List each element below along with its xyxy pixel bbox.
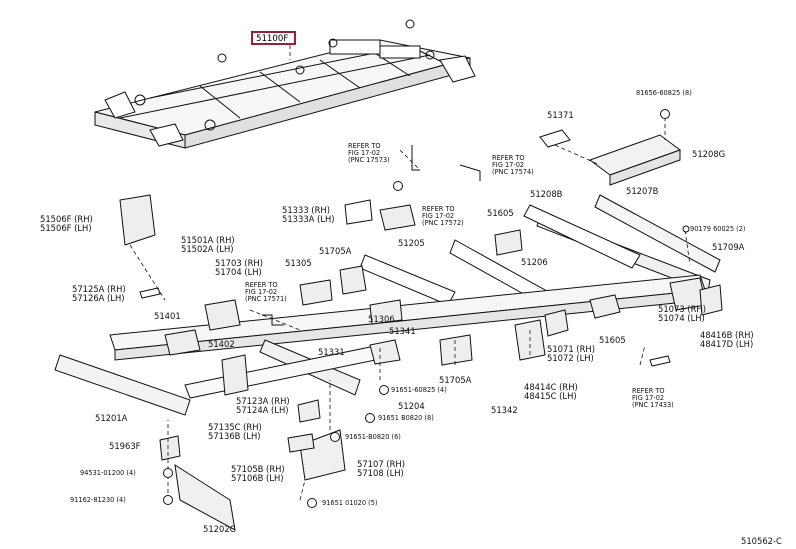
part-label[interactable]: 51402 [208, 339, 235, 349]
part-label[interactable]: 51341 [389, 326, 416, 336]
frame-assembly-illustration [94, 19, 476, 149]
part-label[interactable]: 57123A (RH) 57124A (LH) [236, 396, 290, 415]
part-label[interactable]: 48414C (RH) 48415C (LH) [524, 382, 578, 401]
part-label[interactable]: 91651 B0820 (8) [378, 414, 434, 422]
figure-code: 510562-C [741, 536, 782, 546]
refer-note-17573[interactable]: REFER TO FIG 17-02 (PNC 17573) [348, 142, 390, 165]
part-label[interactable]: 81656-60825 (8) [636, 89, 692, 97]
part-label[interactable]: 51703 (RH) 51704 (LH) [215, 258, 263, 277]
part-label[interactable]: 51705A [319, 246, 352, 256]
part-label[interactable]: 91651 01020 (5) [322, 499, 378, 507]
part-label[interactable]: 51202C [203, 524, 236, 534]
refer-note-17433[interactable]: REFER TO FIG 17-02 (PNC 17433) [632, 387, 674, 410]
highlighted-part-box[interactable]: 51100F [251, 31, 296, 45]
refer-note-17572[interactable]: REFER TO FIG 17-02 (PNC 17572) [422, 205, 464, 228]
part-label[interactable]: 51705A [439, 375, 472, 385]
refer-note-17574[interactable]: REFER TO FIG 17-02 (PNC 17574) [492, 154, 534, 177]
part-label[interactable]: 57135C (RH) 57136B (LH) [208, 422, 262, 441]
highlighted-part-label: 51100F [256, 34, 289, 44]
part-label[interactable]: 51305 [285, 258, 312, 268]
part-label[interactable]: 91651-B0820 (6) [345, 433, 401, 441]
part-label[interactable]: 51501A (RH) 51502A (LH) [181, 235, 235, 254]
part-label[interactable]: 51401 [154, 311, 181, 321]
part-label[interactable]: 51204 [398, 401, 425, 411]
part-label[interactable]: 51605 [487, 208, 514, 218]
part-label[interactable]: 90179 60025 (2) [690, 225, 746, 233]
part-label[interactable]: 91651-60825 (4) [391, 386, 447, 394]
part-label[interactable]: 57105B (RH) 57106B (LH) [231, 464, 285, 483]
part-label[interactable]: 51342 [491, 405, 518, 415]
part-label[interactable]: 51201A [95, 413, 128, 423]
part-label[interactable]: 51963F [109, 441, 141, 451]
part-label[interactable]: 51208B [530, 189, 563, 199]
part-label[interactable]: 51073 (RH) 51074 (LH) [658, 304, 706, 323]
part-label[interactable]: 51331 [318, 347, 345, 357]
part-label[interactable]: 51306 [368, 314, 395, 324]
part-label[interactable]: 51208G [692, 149, 726, 159]
part-label[interactable]: 51605 [599, 335, 626, 345]
part-label[interactable]: 51071 (RH) 51072 (LH) [547, 344, 595, 363]
refer-note-17571[interactable]: REFER TO FIG 17-02 (PNC 17571) [245, 281, 287, 304]
part-label[interactable]: 51506F (RH) 51506F (LH) [40, 214, 93, 233]
part-label[interactable]: 57125A (RH) 57126A (LH) [72, 284, 126, 303]
part-label[interactable]: 57107 (RH) 57108 (LH) [357, 459, 405, 478]
part-label[interactable]: 51709A [712, 242, 745, 252]
part-label[interactable]: 91162-81230 (4) [70, 496, 126, 504]
part-label[interactable]: 48416B (RH) 48417D (LH) [700, 330, 754, 349]
part-label[interactable]: 51207B [626, 186, 659, 196]
part-label[interactable]: 51205 [398, 238, 425, 248]
part-label[interactable]: 51371 [547, 110, 574, 120]
part-label[interactable]: 94531-01200 (4) [80, 469, 136, 477]
exploded-parts-illustration [54, 45, 723, 531]
part-label[interactable]: 51333 (RH) 51333A (LH) [282, 205, 335, 224]
part-label[interactable]: 51206 [521, 257, 548, 267]
